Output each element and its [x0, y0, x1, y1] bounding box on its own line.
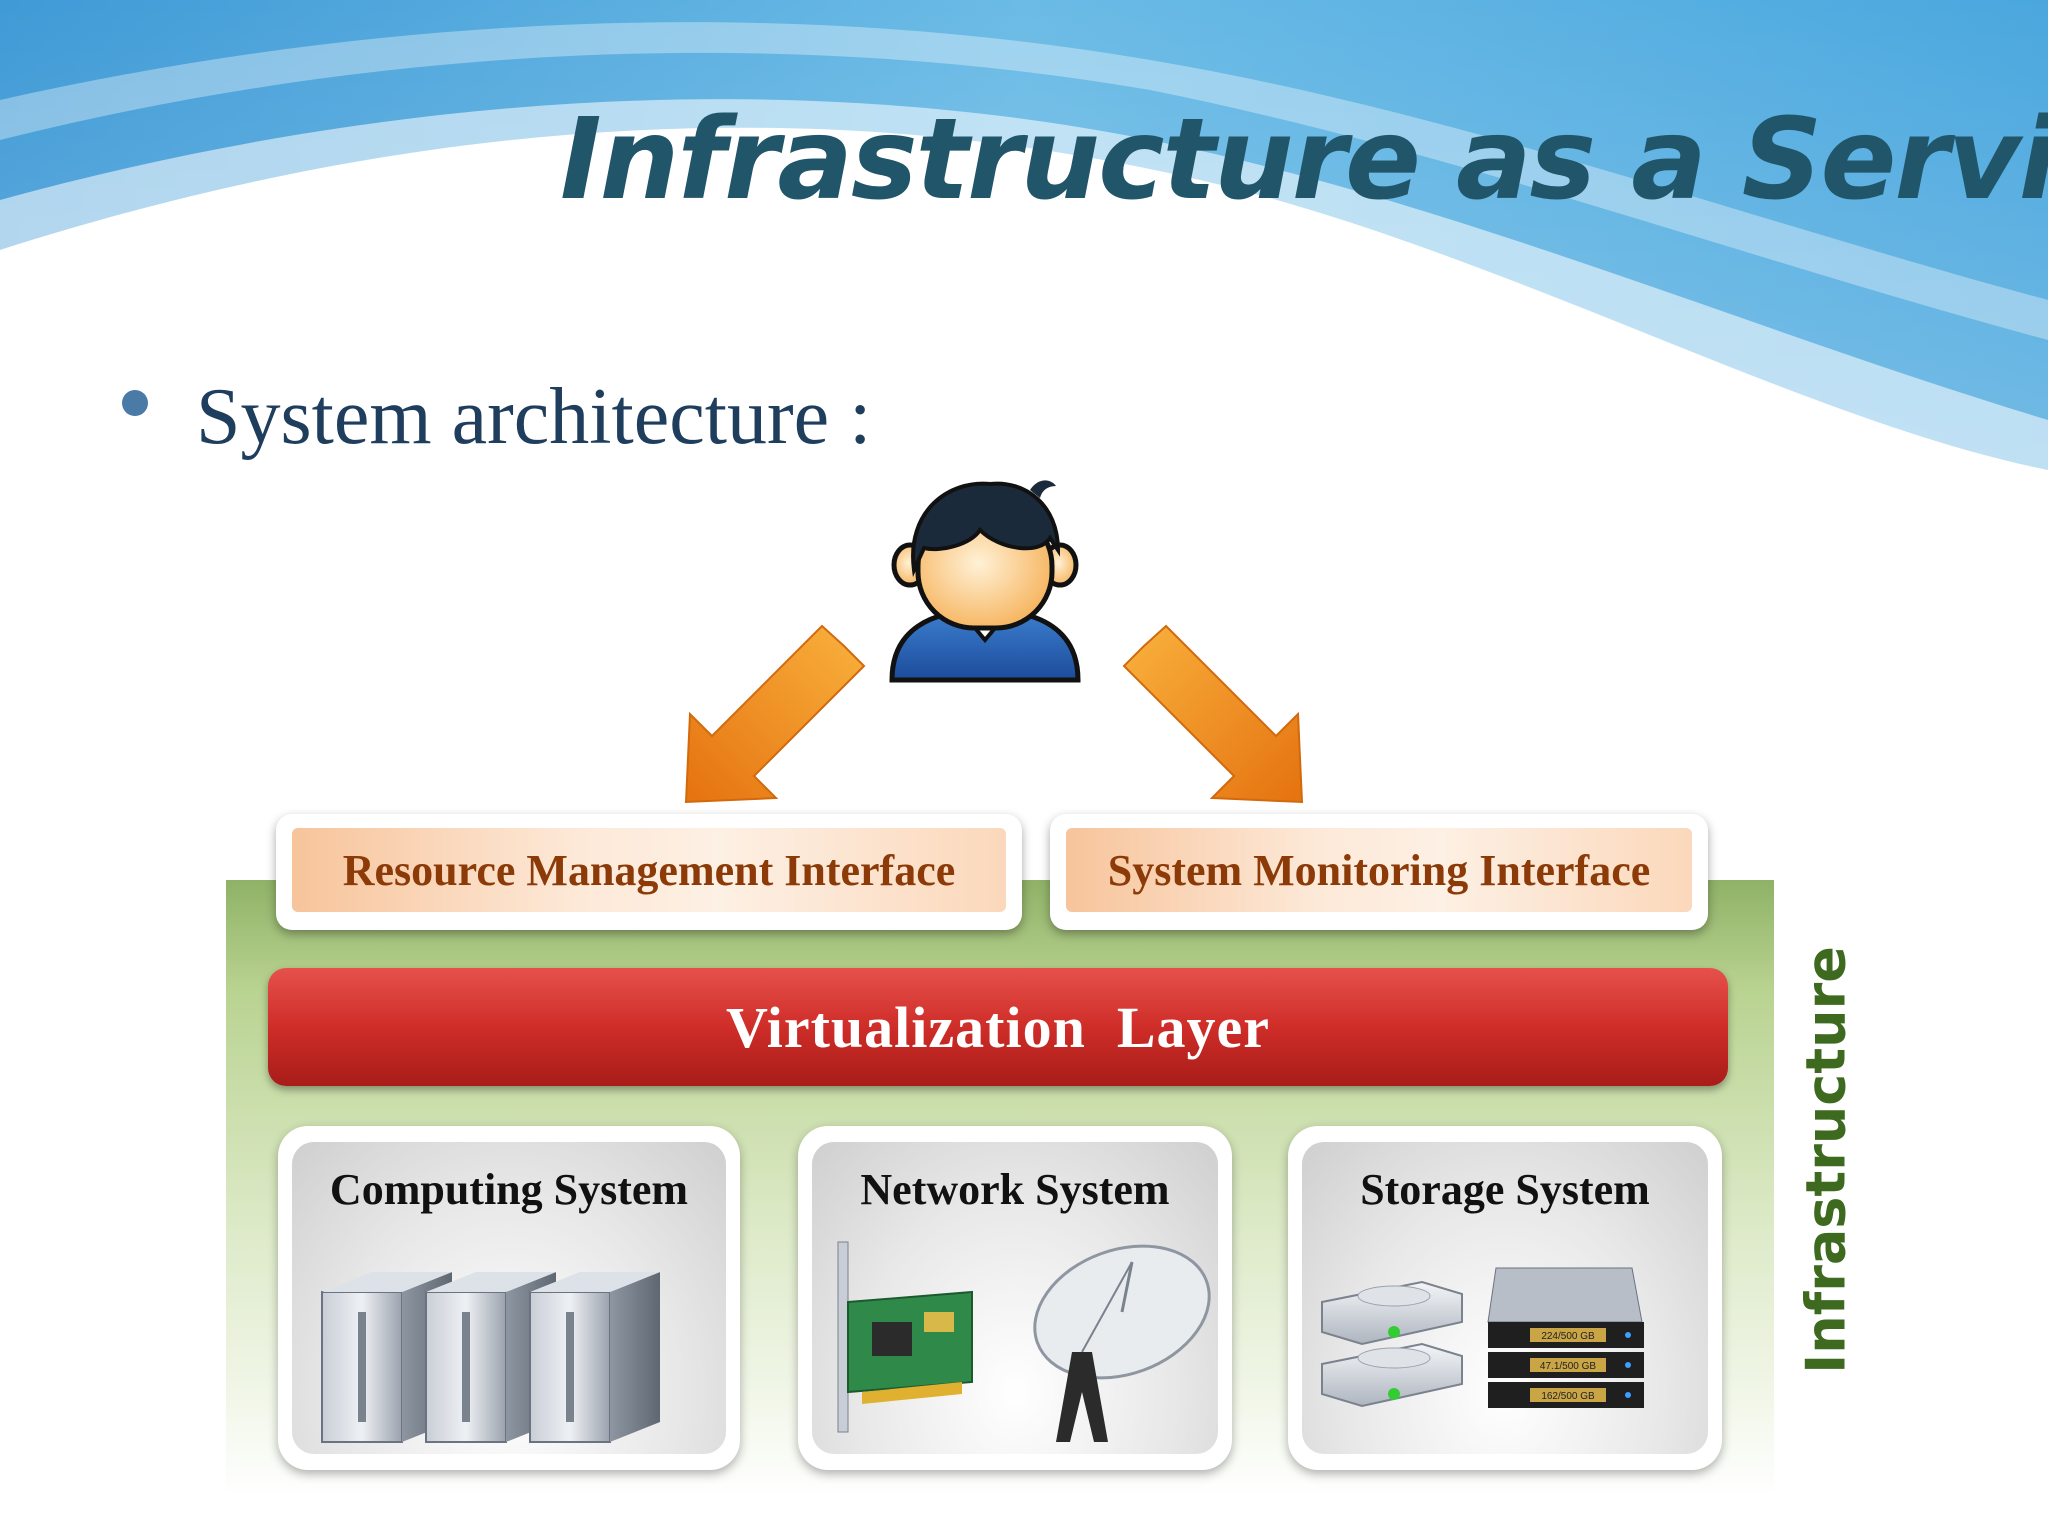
infrastructure-label-text: Infrastructure [1794, 946, 1858, 1374]
storage-readout-2: 47.1/500 GB [1540, 1361, 1596, 1372]
storage-system-label: Storage System [1360, 1165, 1650, 1214]
satellite-dish-icon [1033, 1244, 1211, 1442]
storage-array-icon: 224/500 GB 47.1/500 GB 162/500 GB [1487, 1267, 1644, 1408]
computing-system-box: Computing System [278, 1126, 740, 1470]
user-icon [889, 480, 1081, 683]
disk-drives-icon [1321, 1280, 1463, 1408]
network-card-and-satellite-dish-icon [837, 1241, 1211, 1442]
arrow-left-down-icon [684, 624, 866, 804]
system-monitoring-label: System Monitoring Interface [1107, 845, 1651, 895]
resource-management-interface: Resource Management Interface [276, 814, 1022, 930]
network-system-box: Network System [798, 1126, 1232, 1470]
storage-readout-1: 224/500 GB [1541, 1331, 1595, 1342]
server-towers-icon [321, 1272, 660, 1443]
disk-drives-and-storage-array-icon: 224/500 GB 47.1/500 GB 162/500 GB [1321, 1267, 1644, 1408]
bullet-dot [122, 390, 148, 416]
header-wave-banner [0, 0, 2048, 520]
arrow-right-down-icon [1122, 624, 1304, 804]
system-monitoring-interface: System Monitoring Interface [1050, 814, 1708, 930]
network-card-icon [837, 1241, 973, 1433]
network-system-label: Network System [860, 1165, 1170, 1214]
virtualization-layer: Virtualization Layer [268, 968, 1728, 1086]
computing-system-label: Computing System [329, 1165, 689, 1214]
storage-readout-3: 162/500 GB [1541, 1391, 1595, 1402]
infrastructure-label: Infrastructure [1795, 946, 1858, 1374]
virtualization-layer-label: Virtualization Layer [726, 994, 1270, 1060]
storage-system-box: Storage System [1288, 1126, 1722, 1470]
resource-management-label: Resource Management Interface [342, 845, 956, 895]
slide-title: Infrastructure as a Service [560, 95, 2048, 225]
bullet-text: System architecture : [196, 373, 872, 461]
